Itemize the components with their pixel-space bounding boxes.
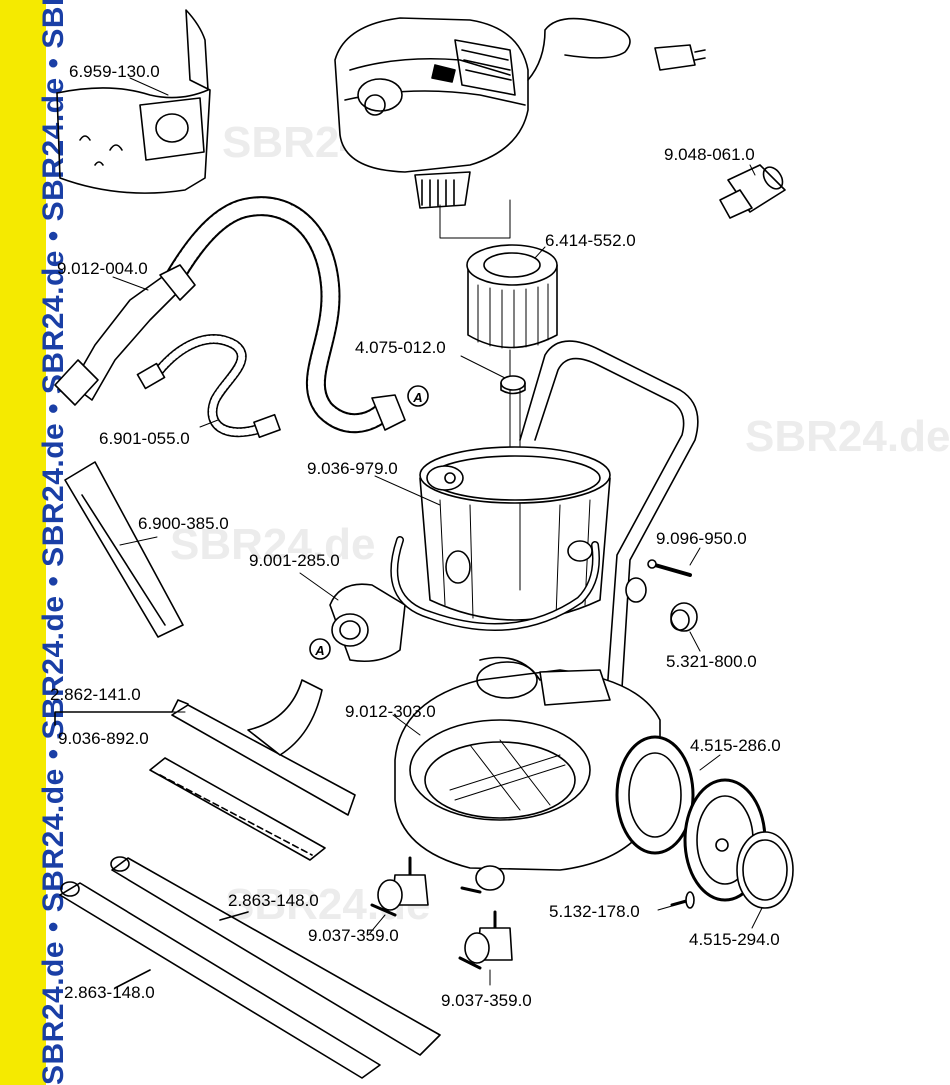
part-label-adapter-sleeve: 9.001-285.0 <box>249 551 340 570</box>
svg-text:A: A <box>314 643 324 658</box>
part-label-container: 9.036-979.0 <box>307 459 398 478</box>
cap-drawing <box>670 602 698 632</box>
suction-hose-small-drawing <box>136 334 281 439</box>
part-label-castor-left: 9.037-359.0 <box>308 926 399 945</box>
side-banner: SBR24.de • SBR24.de • SBR24.de • SBR24.d… <box>0 0 70 1085</box>
part-label-suction-tube-lower: 2.863-148.0 <box>64 983 155 1002</box>
leader-lines <box>112 77 763 986</box>
part-label-cap: 5.321-800.0 <box>666 652 757 671</box>
part-label-suction-tube-upper: 2.863-148.0 <box>228 891 319 910</box>
connector-marker-top: A <box>407 385 429 407</box>
watermark: SBR24.de <box>745 412 950 461</box>
part-label-floor-nozzle: 2.862-141.0 <box>50 685 141 704</box>
part-label-suction-hose-small: 6.901-055.0 <box>99 429 190 448</box>
exploded-view-drawing: A A <box>54 9 794 1079</box>
hose-drawing <box>54 196 406 434</box>
axle-screw-drawing <box>625 559 692 603</box>
crevice-nozzle-drawing <box>64 461 184 638</box>
motor-head-drawing <box>334 17 706 209</box>
filter-nut-drawing <box>500 375 526 395</box>
wheel-pin-drawing <box>670 891 695 909</box>
part-label-chassis: 9.012-303.0 <box>345 702 436 721</box>
part-label-hose-adapter: 9.048-061.0 <box>664 145 755 164</box>
part-label-filter-bag: 6.959-130.0 <box>69 62 160 81</box>
hub-cap-drawing <box>736 831 794 909</box>
part-label-crevice-nozzle: 6.900-385.0 <box>138 514 229 533</box>
container-drawing <box>390 446 611 631</box>
suction-tubes-drawing <box>59 856 441 1079</box>
svg-text:A: A <box>412 390 422 405</box>
part-label-hose: 9.012-004.0 <box>57 259 148 278</box>
connector-marker-bottom: A <box>309 638 331 660</box>
floor-nozzle-drawing <box>54 679 356 861</box>
part-label-nozzle-insert: 9.036-892.0 <box>58 729 149 748</box>
trolley-handle-drawing <box>519 340 699 721</box>
castor-extra-drawing <box>460 865 505 894</box>
part-label-filter-nut: 4.075-012.0 <box>355 338 446 357</box>
part-label-cartridge-filter: 6.414-552.0 <box>545 231 636 250</box>
adapter-sleeve-drawing <box>329 583 406 663</box>
part-label-hub-cap: 4.515-294.0 <box>689 930 780 949</box>
part-label-axle-screw: 9.096-950.0 <box>656 529 747 548</box>
hose-adapter-drawing <box>719 164 786 219</box>
castor-left-drawing <box>370 856 429 917</box>
chassis-drawing <box>394 656 661 871</box>
wheel-drawing <box>615 735 767 902</box>
watermark: SBR24.de <box>170 520 376 569</box>
part-label-wheel: 4.515-286.0 <box>690 736 781 755</box>
filter-bag-drawing <box>56 9 211 194</box>
part-label-wheel-pin: 5.132-178.0 <box>549 902 640 921</box>
cartridge-filter-drawing <box>466 244 558 349</box>
castor-right-drawing <box>458 910 513 970</box>
part-label-castor-right: 9.037-359.0 <box>441 991 532 1010</box>
